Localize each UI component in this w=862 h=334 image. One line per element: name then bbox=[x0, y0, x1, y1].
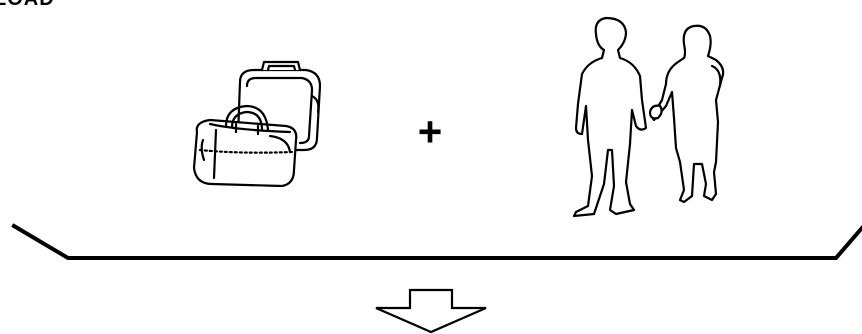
people-icon bbox=[574, 18, 723, 216]
sum-bracket bbox=[14, 226, 862, 258]
luggage-icon bbox=[194, 62, 320, 186]
down-arrow-icon bbox=[376, 290, 486, 332]
plus-sign: + bbox=[418, 108, 443, 155]
